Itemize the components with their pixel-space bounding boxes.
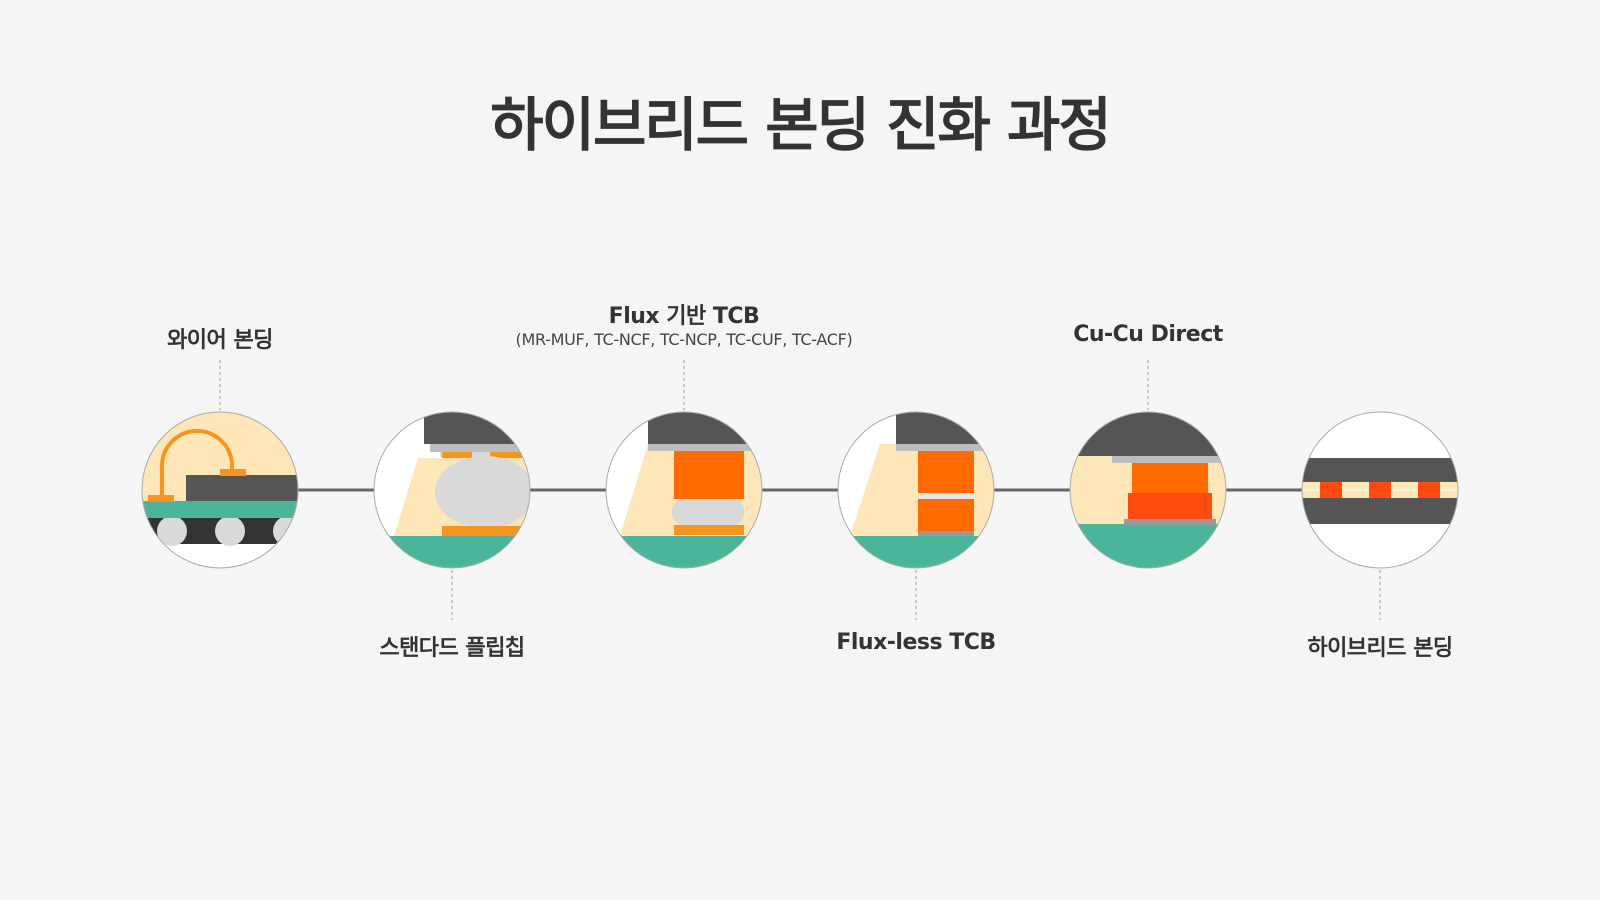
stage-fluxless-tcb-illustration: [838, 412, 994, 568]
stage-hybrid-bonding-illustration: [1302, 412, 1458, 568]
stage-sublabel-flux-tcb: (MR-MUF, TC-NCF, TC-NCP, TC-CUF, TC-ACF): [515, 330, 853, 349]
stage-flux-tcb-illustration: [606, 412, 762, 568]
stage-standard-flipchip-illustration: [374, 412, 530, 568]
stage-label-cucu-direct: Cu-Cu Direct: [1073, 322, 1223, 347]
stage-label-hybrid-bonding: 하이브리드 본딩: [1307, 636, 1453, 661]
stage-label-wire-bonding: 와이어 본딩: [167, 328, 273, 353]
stage-wire-bonding-illustration: [142, 412, 298, 568]
stage-label-standard-flipchip: 스탠다드 플립칩: [379, 636, 525, 661]
page-title: 하이브리드 본딩 진화 과정: [490, 91, 1112, 159]
stage-cucu-direct-illustration: [1070, 412, 1226, 568]
stage-label-fluxless-tcb: Flux-less TCB: [836, 630, 996, 655]
stage-label-flux-tcb: Flux 기반 TCB: [608, 304, 760, 329]
